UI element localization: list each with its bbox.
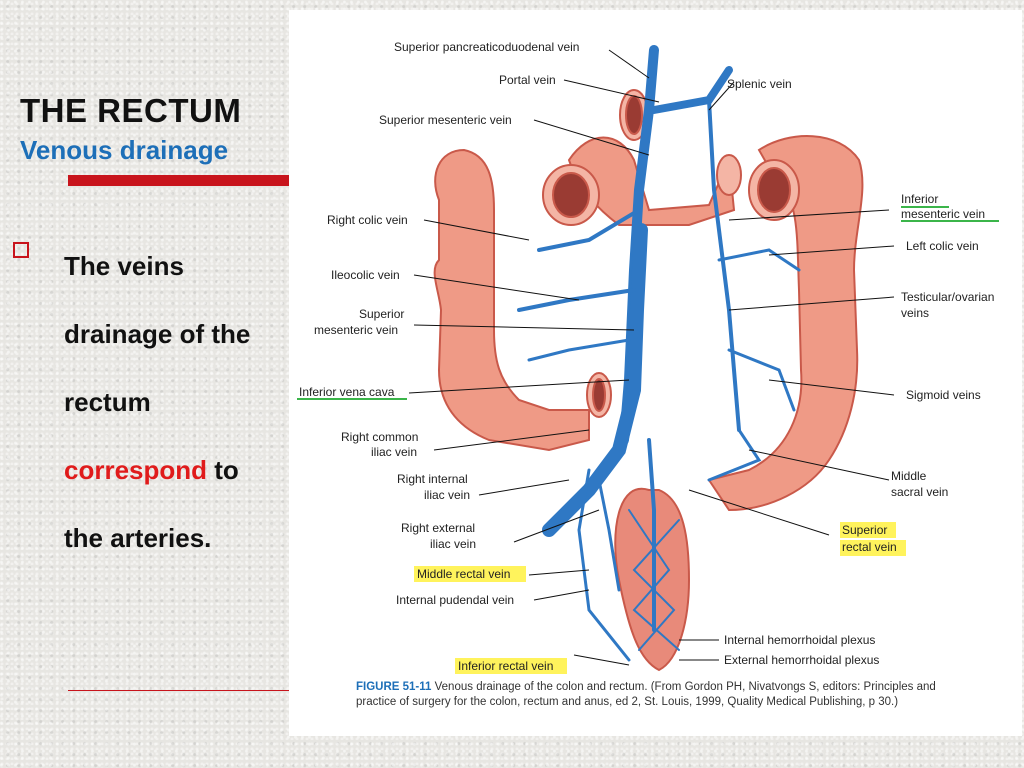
label-external-hemorrhoidal-plexus: External hemorrhoidal plexus bbox=[724, 653, 879, 667]
bullet-square-icon bbox=[13, 242, 29, 258]
label-right-internal-iliac-line2: iliac vein bbox=[424, 488, 470, 502]
label-splenic-vein: Splenic vein bbox=[727, 77, 792, 91]
slide-subtitle: Venous drainage bbox=[20, 135, 229, 165]
venous-drainage-figure: Superior pancreaticoduodenal vein Portal… bbox=[289, 10, 1022, 736]
figure-number: FIGURE 51-11 bbox=[356, 681, 432, 693]
label-testicular-ovarian-line1: Testicular/ovarian bbox=[901, 290, 994, 304]
anatomy-illustration: Superior pancreaticoduodenal vein Portal… bbox=[297, 40, 999, 674]
label-inferior-rectal-vein: Inferior rectal vein bbox=[458, 659, 553, 673]
bullet-text-part2: to the arteries. bbox=[64, 455, 239, 553]
label-right-common-iliac-line2: iliac vein bbox=[371, 445, 417, 459]
slide-title: THE RECTUM bbox=[20, 92, 242, 129]
label-right-colic-vein: Right colic vein bbox=[327, 213, 408, 227]
title-underline-bar bbox=[68, 175, 290, 186]
label-middle-sacral-line2: sacral vein bbox=[891, 485, 948, 499]
inferior-mesenteric-vein bbox=[707, 98, 741, 432]
label-ileocolic-vein: Ileocolic vein bbox=[331, 268, 400, 282]
bullet-text-part1: The veins drainage of the rectum bbox=[64, 251, 251, 417]
ascending-colon bbox=[433, 148, 590, 452]
splenic-vein-branch bbox=[650, 66, 733, 114]
bullet-text: The veins drainage of the rectum corresp… bbox=[64, 232, 284, 572]
label-right-internal-iliac-line1: Right internal bbox=[397, 472, 468, 486]
inferior-vena-cava bbox=[542, 223, 648, 537]
vein-network bbox=[517, 45, 801, 662]
label-inferior-vena-cava: Inferior vena cava bbox=[299, 385, 395, 399]
label-middle-rectal-vein: Middle rectal vein bbox=[417, 567, 510, 581]
label-superior-mesenteric-vein-top: Superior mesenteric vein bbox=[379, 113, 512, 127]
label-superior-pancreaticoduodenal-vein: Superior pancreaticoduodenal vein bbox=[394, 40, 579, 54]
colon-illustration bbox=[433, 89, 864, 672]
footer-divider bbox=[68, 690, 290, 691]
label-right-external-iliac-line1: Right external bbox=[401, 521, 475, 535]
descending-colon bbox=[707, 135, 864, 512]
label-superior-rectal-line1: Superior bbox=[842, 523, 887, 537]
figure-caption: FIGURE 51-11 Venous drainage of the colo… bbox=[356, 680, 956, 710]
label-highlights bbox=[297, 206, 999, 674]
label-portal-vein: Portal vein bbox=[499, 73, 556, 87]
label-internal-hemorrhoidal-plexus: Internal hemorrhoidal plexus bbox=[724, 633, 875, 647]
label-middle-sacral-line1: Middle bbox=[891, 469, 927, 483]
label-inferior-mesenteric-line2: mesenteric vein bbox=[901, 207, 985, 221]
label-left-colic-vein: Left colic vein bbox=[906, 239, 979, 253]
figure-labels: Superior pancreaticoduodenal vein Portal… bbox=[299, 40, 994, 673]
rectal-plexus bbox=[628, 509, 680, 651]
label-right-common-iliac-line1: Right common bbox=[341, 430, 418, 444]
leader-lines bbox=[408, 49, 895, 666]
label-internal-pudendal-vein: Internal pudendal vein bbox=[396, 593, 514, 607]
bullet-text-highlight: correspond bbox=[64, 455, 208, 485]
label-inferior-mesenteric-line1: Inferior bbox=[901, 192, 938, 206]
label-superior-rectal-line2: rectal vein bbox=[842, 540, 897, 554]
label-testicular-ovarian-line2: veins bbox=[901, 306, 929, 320]
label-right-external-iliac-line2: iliac vein bbox=[430, 537, 476, 551]
label-sigmoid-veins: Sigmoid veins bbox=[906, 388, 981, 402]
label-superior-mesenteric-line1: Superior bbox=[359, 307, 404, 321]
figure-caption-text: Venous drainage of the colon and rectum.… bbox=[356, 681, 936, 708]
label-superior-mesenteric-line2: mesenteric vein bbox=[314, 323, 398, 337]
